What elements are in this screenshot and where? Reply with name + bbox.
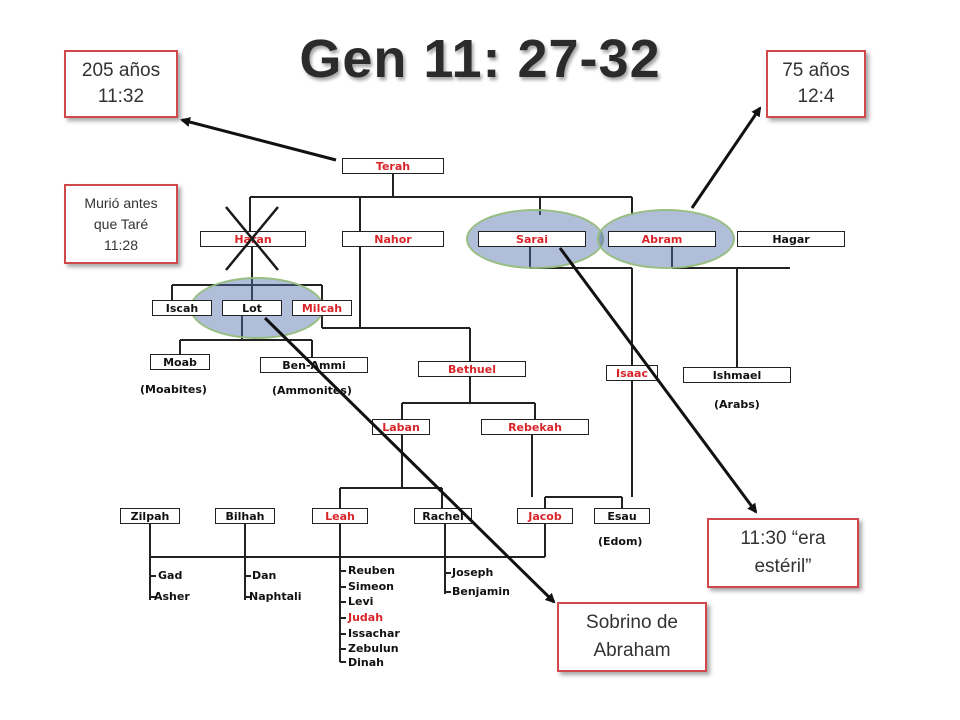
son-gad: Gad <box>158 569 183 582</box>
callout-haran-died: Murió antes que Taré 11:28 <box>64 184 178 264</box>
son-dan: Dan <box>252 569 277 582</box>
page-title: Gen 11: 27-32 <box>299 29 661 89</box>
node-terah: Terah <box>342 158 444 174</box>
node-zilpah: Zilpah <box>120 508 180 524</box>
node-sarai: Sarai <box>478 231 586 247</box>
arrow-lot-nephew <box>263 316 556 604</box>
son-judah: Judah <box>348 611 384 624</box>
son-levi: Levi <box>348 595 374 608</box>
son-dinah: Dinah <box>348 656 384 669</box>
node-iscah: Iscah <box>152 300 212 316</box>
son-simeon: Simeon <box>348 580 395 593</box>
node-laban: Laban <box>372 419 430 435</box>
node-rebekah: Rebekah <box>481 419 589 435</box>
son-benjamin: Benjamin <box>452 585 510 598</box>
son-issachar: Issachar <box>348 627 400 640</box>
callout-terah-age: 205 años 11:32 <box>64 50 178 118</box>
callout-lot-nephew-line2: Abraham <box>593 640 671 661</box>
callout-sarai-barren: 11:30 “era estéril” <box>707 518 859 588</box>
arrow-terah-age <box>180 117 337 162</box>
callout-lot-nephew-line1: Sobrino de <box>586 612 678 633</box>
callout-terah-age-line2: 11:32 <box>97 86 145 107</box>
son-naphtali: Naphtali <box>249 590 302 603</box>
son-joseph: Joseph <box>452 566 494 579</box>
callout-abram-age-line1: 75 años <box>782 60 850 81</box>
node-milcah: Milcah <box>292 300 352 316</box>
node-bilhah: Bilhah <box>215 508 275 524</box>
nation-edom: (Edom) <box>598 535 643 548</box>
arrow-abram-age <box>690 106 762 209</box>
son-zebulun: Zebulun <box>348 642 399 655</box>
node-lot: Lot <box>222 300 282 316</box>
nation-moabites: (Moabites) <box>140 383 207 396</box>
son-reuben: Reuben <box>348 564 395 577</box>
callout-lot-nephew: Sobrino de Abraham <box>557 602 707 672</box>
son-asher: Asher <box>154 590 190 603</box>
nation-ammonites: (Ammonites) <box>272 384 352 397</box>
node-esau: Esau <box>594 508 650 524</box>
callout-haran-died-line3: 11:28 <box>104 236 138 253</box>
node-nahor: Nahor <box>342 231 444 247</box>
node-ishmael: Ishmael <box>683 367 791 383</box>
callout-haran-died-line2: que Taré <box>93 215 149 232</box>
callout-haran-died-line1: Murió antes <box>84 194 158 211</box>
node-rachel: Rachel <box>414 508 472 524</box>
callout-sarai-barren-line2: estéril” <box>754 556 812 577</box>
nation-arabs: (Arabs) <box>714 398 760 411</box>
node-moab: Moab <box>150 354 210 370</box>
arrow-sarai-barren <box>558 247 758 514</box>
callout-terah-age-line1: 205 años <box>81 60 161 81</box>
callout-abram-age-line2: 12:4 <box>797 86 835 107</box>
callout-abram-age: 75 años 12:4 <box>766 50 866 118</box>
callout-sarai-barren-line1: 11:30 “era <box>740 528 826 549</box>
node-bethuel: Bethuel <box>418 361 526 377</box>
node-abram: Abram <box>608 231 716 247</box>
node-leah: Leah <box>312 508 368 524</box>
node-hagar: Hagar <box>737 231 845 247</box>
node-jacob: Jacob <box>517 508 573 524</box>
node-isaac: Isaac <box>606 365 658 381</box>
